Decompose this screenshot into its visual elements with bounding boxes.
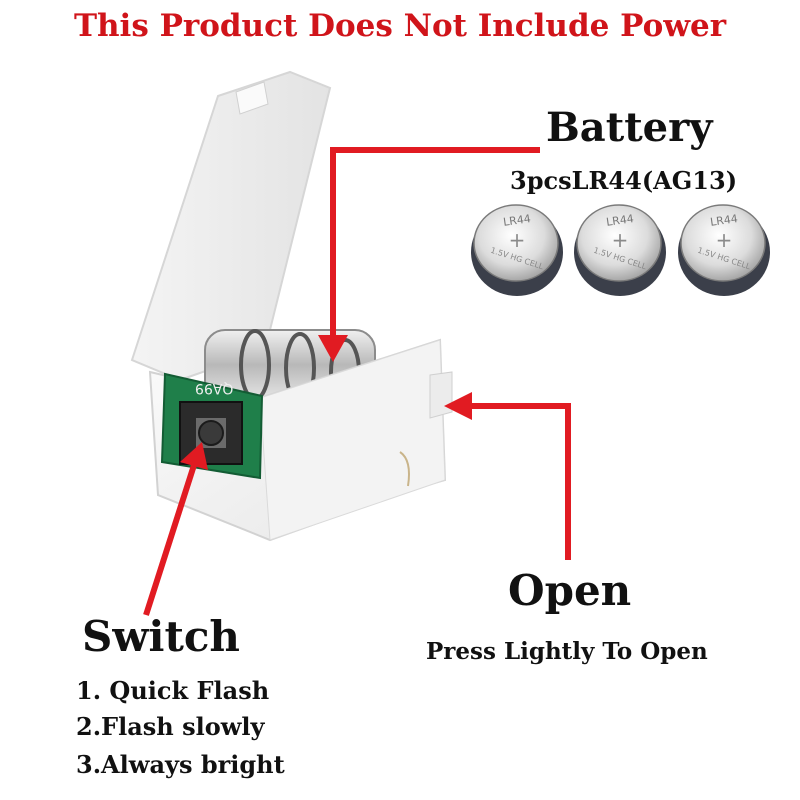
battery-box-lid [130, 70, 332, 382]
open-pointer-arrow [444, 392, 571, 560]
switch-mode-quick-flash: 1. Quick Flash [76, 676, 270, 705]
switch-pcb [160, 372, 264, 480]
power-warning-banner: This Product Does Not Include Power [73, 8, 727, 44]
open-title: Open [508, 566, 632, 615]
switch-pointer-arrow [143, 442, 208, 616]
cell-2-plus-icon: + [611, 228, 629, 252]
battery-cell-2 [574, 204, 666, 296]
battery-cell-1 [471, 204, 563, 296]
cell-1-plus-icon: + [508, 228, 526, 252]
open-instruction: Press Lightly To Open [426, 638, 708, 665]
switch-mode-always-bright: 3.Always bright [76, 750, 285, 779]
battery-cell-3 [678, 204, 770, 296]
battery-spec: 3pcsLR44(AG13) [510, 166, 738, 195]
switch-title: Switch [82, 612, 240, 661]
pcb-label: QA99 [195, 380, 234, 396]
battery-title: Battery [546, 104, 713, 151]
switch-mode-flash-slowly: 2.Flash slowly [76, 712, 265, 741]
cell-3-plus-icon: + [715, 228, 733, 252]
battery-pointer-arrow [318, 147, 540, 362]
